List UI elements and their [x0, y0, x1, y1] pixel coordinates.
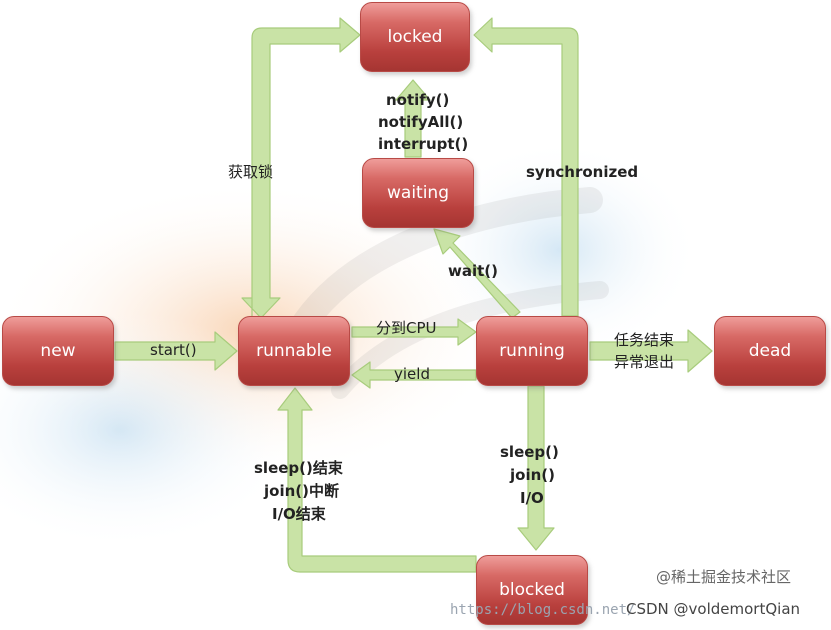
- label-to-cpu: 分到CPU: [376, 319, 437, 337]
- arrow-running-to-locked: [473, 17, 579, 317]
- state-new-label: new: [40, 341, 76, 361]
- label-io: I/O: [520, 489, 544, 507]
- label-join: join(): [510, 466, 555, 484]
- state-dead-label: dead: [748, 341, 792, 361]
- label-notify-all: notifyAll(): [378, 113, 464, 131]
- watermark-site: @稀土掘金技术社区: [656, 568, 792, 586]
- label-notify: notify(): [386, 91, 450, 109]
- state-blocked: blocked: [476, 555, 588, 625]
- label-acquire-lock: 获取锁: [228, 163, 274, 181]
- state-runnable: runnable: [238, 316, 350, 386]
- arrow-running-to-runnable: [351, 361, 477, 389]
- state-locked-label: locked: [387, 27, 443, 47]
- bg-glow-right: [420, 140, 700, 360]
- state-runnable-label: runnable: [256, 341, 332, 361]
- arrow-waiting-to-locked: [395, 79, 431, 158]
- arrow-runnable-to-locked: [241, 17, 361, 319]
- label-synchronized: synchronized: [526, 163, 639, 181]
- state-waiting-label: waiting: [387, 183, 449, 203]
- state-waiting: waiting: [362, 158, 474, 228]
- watermark-url: https://blog.csdn.net/: [450, 602, 636, 618]
- arrow-running-to-waiting: [433, 228, 521, 319]
- label-yield: yield: [394, 365, 430, 383]
- state-running: running: [476, 316, 588, 386]
- arrow-new-to-runnable: [114, 331, 238, 371]
- label-join-interrupt: join()中断: [264, 482, 339, 500]
- state-dead: dead: [714, 316, 826, 386]
- arrow-running-to-dead: [589, 329, 713, 373]
- state-blocked-label: blocked: [499, 580, 565, 600]
- state-new: new: [2, 316, 114, 386]
- label-io-end: I/O结束: [272, 505, 326, 523]
- label-finish-line2: 异常退出: [614, 353, 675, 371]
- arrow-runnable-to-running: [351, 318, 477, 346]
- watermark-credit: CSDN @voldemortQian: [626, 600, 801, 618]
- label-start: start(): [150, 341, 197, 359]
- arrow-running-to-blocked: [517, 385, 555, 551]
- label-sleep-end: sleep()结束: [254, 459, 343, 477]
- label-sleep: sleep(): [500, 443, 559, 461]
- arrow-blocked-to-runnable: [277, 387, 477, 573]
- label-wait: wait(): [448, 262, 499, 280]
- label-finish-line1: 任务结束: [614, 331, 675, 349]
- state-running-label: running: [499, 341, 565, 361]
- state-locked: locked: [360, 2, 470, 72]
- label-interrupt: interrupt(): [378, 135, 469, 153]
